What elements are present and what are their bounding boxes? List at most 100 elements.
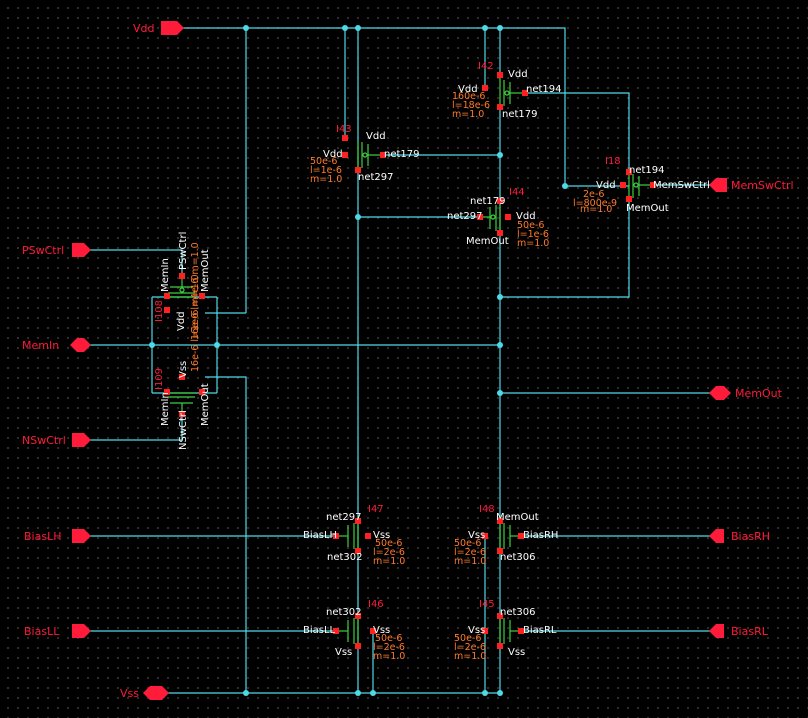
svg-text:BiasRL: BiasRL xyxy=(731,625,769,638)
svg-text:l=1e-6: l=1e-6 xyxy=(310,165,342,176)
svg-text:BiasLH: BiasLH xyxy=(24,530,61,543)
svg-text:Vss: Vss xyxy=(373,625,390,636)
transistor-i46[interactable]: I46 net302 BiasLL Vss Vss 50e-6 l=2e-6 m… xyxy=(303,599,405,662)
svg-text:l=2e-6: l=2e-6 xyxy=(373,642,405,653)
svg-text:BiasRH: BiasRH xyxy=(523,530,558,541)
svg-text:m=1.0: m=1.0 xyxy=(310,174,342,185)
svg-text:net179: net179 xyxy=(384,149,420,160)
svg-text:Vss: Vss xyxy=(468,530,485,541)
transistor-i48[interactable]: I48 MemOut Vss BiasRH net306 50e-6 l=2e-… xyxy=(454,504,558,567)
svg-text:BiasLL: BiasLL xyxy=(303,625,336,636)
transistor-i18[interactable]: I18 net194 Vdd MemSwCtrl MemOut 2e-6 l=8… xyxy=(573,156,710,215)
svg-text:50e-6: 50e-6 xyxy=(310,156,337,167)
port-biasrh[interactable]: BiasRH xyxy=(709,529,770,543)
port-vss[interactable]: Vss xyxy=(120,686,169,700)
svg-text:50e-6: 50e-6 xyxy=(454,633,481,644)
svg-text:m=1.0: m=1.0 xyxy=(580,204,612,215)
svg-text:Vdd: Vdd xyxy=(176,311,187,331)
svg-text:50e-6: 50e-6 xyxy=(517,220,544,231)
svg-text:MemIn: MemIn xyxy=(22,339,59,352)
svg-text:I47: I47 xyxy=(368,504,384,515)
port-memout[interactable]: MemOut xyxy=(709,386,783,400)
transistor-i44[interactable]: I44 net179 net297 Vdd MemOut 50e-6 l=1e-… xyxy=(447,187,549,249)
port-biasll[interactable]: BiasLL xyxy=(24,624,91,638)
svg-text:Vss: Vss xyxy=(508,647,525,658)
port-biasrl[interactable]: BiasRL xyxy=(709,624,769,638)
svg-text:net297: net297 xyxy=(447,211,483,222)
svg-text:I45: I45 xyxy=(479,599,495,610)
svg-text:net302: net302 xyxy=(327,552,363,563)
svg-text:net306: net306 xyxy=(500,552,536,563)
svg-text:net297: net297 xyxy=(358,172,394,183)
svg-text:50e-6: 50e-6 xyxy=(375,538,402,549)
svg-text:m=1.0: m=1.0 xyxy=(373,651,405,662)
svg-text:MemOut: MemOut xyxy=(200,383,211,426)
svg-text:Vdd: Vdd xyxy=(516,211,536,222)
svg-text:Vdd: Vdd xyxy=(508,69,528,80)
svg-text:BiasRH: BiasRH xyxy=(731,530,770,543)
svg-text:16e-6 l=4e-6 m=1.0: 16e-6 l=4e-6 m=1.0 xyxy=(190,242,201,340)
svg-text:net306: net306 xyxy=(500,607,536,618)
svg-text:Vss: Vss xyxy=(468,625,485,636)
svg-text:l=2e-6: l=2e-6 xyxy=(454,642,486,653)
svg-text:I46: I46 xyxy=(368,599,384,610)
svg-text:160e-6: 160e-6 xyxy=(452,91,485,102)
svg-text:m=1.0: m=1.0 xyxy=(517,238,549,249)
port-nswctrl[interactable]: NSwCtrl xyxy=(22,433,91,447)
svg-text:MemSwCtrl: MemSwCtrl xyxy=(653,180,710,191)
svg-text:Vdd: Vdd xyxy=(366,131,386,142)
svg-text:net297: net297 xyxy=(326,512,362,523)
port-pswctrl[interactable]: PSwCtrl xyxy=(22,243,91,257)
svg-text:I48: I48 xyxy=(479,504,495,515)
svg-text:MemOut: MemOut xyxy=(626,203,669,214)
svg-text:net194: net194 xyxy=(526,84,562,95)
transistor-i42[interactable]: I42 Vdd Vdd net194 net179 160e-6 l=18e-6… xyxy=(452,61,562,120)
svg-text:m=1.0: m=1.0 xyxy=(373,556,405,567)
port-biaslh[interactable]: BiasLH xyxy=(24,529,91,543)
transistor-i45[interactable]: I45 net306 Vss BiasRL Vss 50e-6 l=2e-6 m… xyxy=(454,599,557,662)
svg-text:MemOut: MemOut xyxy=(466,236,509,247)
transistor-i108[interactable]: I108 MemIn PSwCtrl Vdd MemOut 16e-6 l=4e… xyxy=(154,232,211,340)
svg-text:Vss: Vss xyxy=(178,361,189,378)
svg-text:Vss: Vss xyxy=(120,687,139,700)
svg-text:NSwCtrl: NSwCtrl xyxy=(178,410,189,450)
svg-text:MemIn: MemIn xyxy=(160,258,171,292)
svg-text:net179: net179 xyxy=(470,196,506,207)
svg-text:I109: I109 xyxy=(154,368,165,390)
svg-text:Vdd: Vdd xyxy=(323,149,343,160)
svg-text:MemOut: MemOut xyxy=(496,512,539,523)
transistor-i109[interactable]: I109 Vss NSwCtrl MemIn MemOut 16e-6 l=1e… xyxy=(154,274,211,450)
svg-text:net194: net194 xyxy=(629,165,665,176)
svg-text:PSwCtrl: PSwCtrl xyxy=(178,232,189,270)
svg-text:Vss: Vss xyxy=(335,647,352,658)
svg-text:l=2e-6: l=2e-6 xyxy=(454,547,486,558)
svg-text:50e-6: 50e-6 xyxy=(375,633,402,644)
svg-text:l=2e-6: l=2e-6 xyxy=(373,547,405,558)
svg-text:MemSwCtrl: MemSwCtrl xyxy=(731,179,794,192)
svg-text:m=1.0: m=1.0 xyxy=(454,651,486,662)
svg-text:Vdd: Vdd xyxy=(133,22,155,35)
svg-text:Vss: Vss xyxy=(373,530,390,541)
port-vdd[interactable]: Vdd xyxy=(133,21,184,35)
svg-text:PSwCtrl: PSwCtrl xyxy=(22,244,64,257)
svg-text:50e-6: 50e-6 xyxy=(454,538,481,549)
svg-text:MemOut: MemOut xyxy=(200,249,211,292)
svg-text:l=18e-6: l=18e-6 xyxy=(452,100,490,111)
svg-text:net302: net302 xyxy=(326,607,362,618)
port-memin[interactable]: MemIn xyxy=(22,338,91,352)
port-memswctrl[interactable]: MemSwCtrl xyxy=(709,178,794,192)
svg-text:NSwCtrl: NSwCtrl xyxy=(22,434,66,447)
svg-text:I44: I44 xyxy=(509,187,525,198)
svg-text:I42: I42 xyxy=(478,61,494,72)
junctions xyxy=(149,25,568,696)
svg-text:m=1.0: m=1.0 xyxy=(454,556,486,567)
transistor-i43[interactable]: I43 Vdd Vdd net179 net297 50e-6 l=1e-6 m… xyxy=(310,124,420,185)
svg-text:BiasLL: BiasLL xyxy=(24,625,60,638)
svg-text:BiasLH: BiasLH xyxy=(303,530,337,541)
svg-text:I108: I108 xyxy=(154,300,165,322)
transistor-i47[interactable]: I47 net297 BiasLH Vss net302 50e-6 l=2e-… xyxy=(303,504,405,567)
svg-text:Vdd: Vdd xyxy=(596,180,616,191)
svg-text:net179: net179 xyxy=(502,109,538,120)
